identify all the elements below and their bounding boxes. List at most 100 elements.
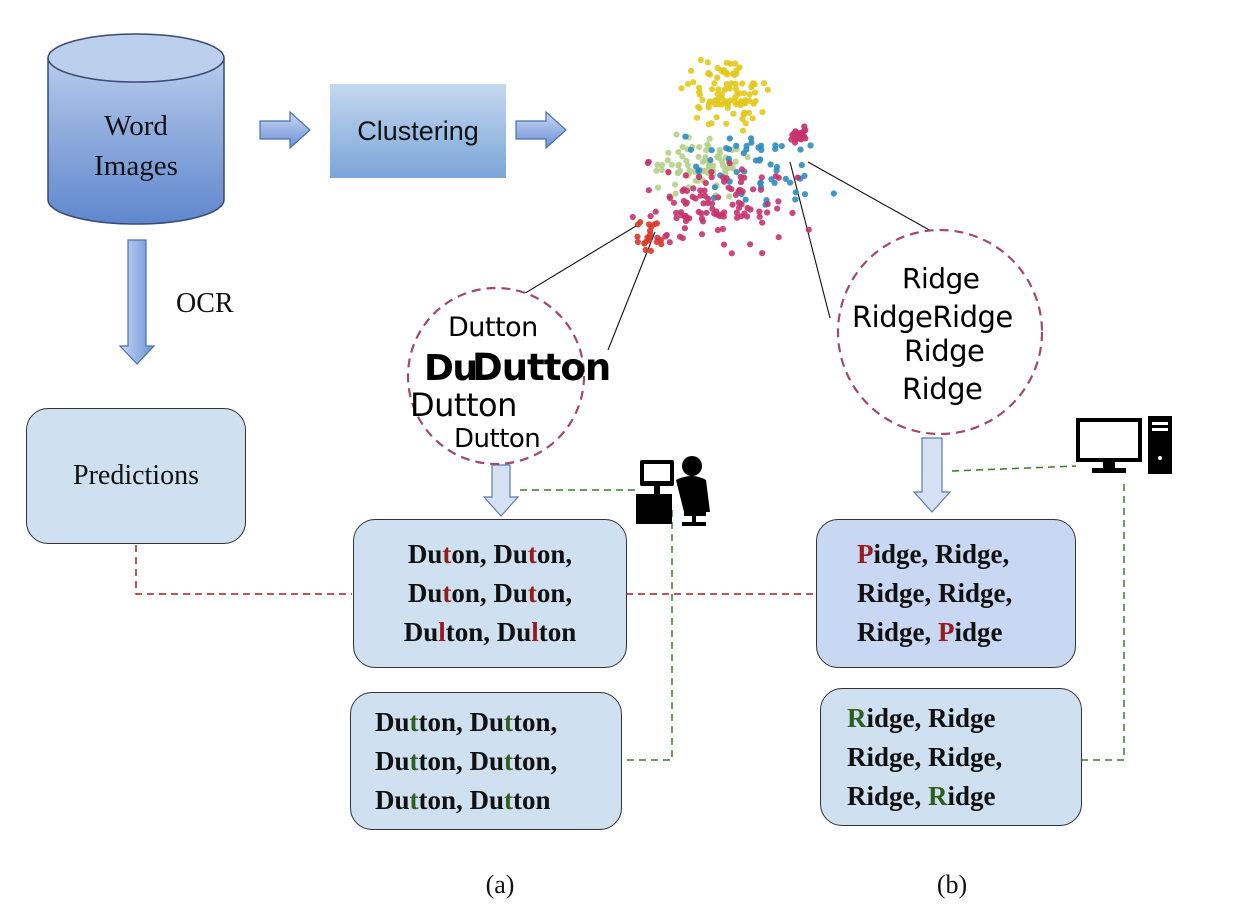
scatter-point	[714, 227, 722, 234]
ocr-label: OCR	[176, 288, 234, 319]
result-text: idge	[954, 617, 1003, 647]
scatter-point	[801, 191, 809, 198]
scatter-point	[699, 96, 706, 104]
scatter-point	[729, 165, 736, 172]
scatter-point	[708, 169, 715, 176]
scatter-point	[664, 157, 671, 164]
result-line: Ridge, Ridge	[847, 777, 1081, 816]
result-text: Du	[375, 784, 410, 815]
corrected-char: t	[409, 706, 419, 737]
scatter-point	[714, 74, 721, 81]
result-line: Duton, Duton,	[408, 535, 572, 574]
scatter-point	[782, 175, 789, 182]
result-text: Ridge,	[857, 617, 938, 647]
scatter-point	[637, 219, 644, 226]
arrow-db-to-clustering	[259, 110, 311, 150]
scatter-point	[733, 142, 740, 149]
word-images-database	[47, 33, 225, 225]
scatter-point	[725, 165, 732, 172]
scatter-point	[726, 193, 733, 200]
scatter-point	[679, 235, 686, 242]
scatter-point	[720, 241, 728, 248]
scatter-point	[665, 149, 672, 156]
scatter-point	[696, 105, 703, 112]
scatter-point	[774, 205, 781, 212]
result-text: ton, Du	[445, 617, 532, 647]
scatter-point	[743, 142, 750, 150]
word-image: Dutton	[448, 312, 538, 343]
scatter-point	[684, 215, 691, 222]
scatter-point	[707, 157, 714, 164]
scatter-point	[759, 250, 766, 257]
scatter-point	[666, 193, 673, 200]
scatter-point	[715, 194, 722, 201]
scatter-point	[764, 200, 771, 208]
scatter-point	[693, 163, 700, 170]
scatter-point	[797, 146, 804, 153]
clustering-label: Clustering	[357, 115, 479, 146]
predictions-label: Predictions	[73, 460, 199, 491]
scatter-point	[634, 233, 641, 240]
corrected-char: R	[928, 780, 948, 811]
result-text: idge	[947, 780, 996, 811]
clustering-box	[330, 84, 506, 178]
scatter-point	[698, 215, 706, 222]
scatter-point	[775, 174, 782, 181]
result-line: Duton, Duton,	[408, 574, 572, 613]
scatter-point	[800, 133, 808, 140]
scatter-point	[702, 179, 709, 187]
scatter-point	[757, 156, 764, 163]
scatter-point	[723, 59, 730, 66]
cluster-b-ocr-results-box: Pidge, Ridge,Ridge, Ridge,Ridge, Pidge	[816, 519, 1076, 668]
scatter-point	[645, 187, 652, 194]
scatter-point	[723, 81, 730, 88]
scatter-point	[764, 86, 771, 93]
scatter-point	[681, 225, 689, 232]
scatter-point	[665, 168, 672, 176]
panel-label-a: (a)	[485, 870, 515, 899]
scatter-point	[792, 128, 799, 135]
scatter-point	[721, 209, 728, 216]
scatter-point	[699, 158, 706, 165]
scatter-point	[733, 168, 740, 176]
scatter-point	[730, 110, 737, 117]
scatter-point	[707, 98, 714, 105]
scatter-point	[647, 247, 655, 254]
scatter-point	[721, 86, 728, 93]
scatter-point	[728, 80, 735, 87]
scatter-point	[723, 120, 730, 127]
cluster-scatter-plot	[629, 56, 837, 257]
scatter-point	[690, 79, 697, 86]
scatter-point	[739, 127, 747, 134]
ocr-error-char: t	[442, 539, 452, 569]
result-text: Du	[375, 745, 410, 776]
cluster-a-circle	[406, 286, 586, 466]
scatter-point	[737, 179, 745, 186]
scatter-point	[682, 133, 689, 140]
scatter-point	[697, 56, 704, 64]
result-line: Ridge, Ridge,	[857, 574, 1075, 613]
scatter-point	[706, 71, 714, 78]
scatter-point	[728, 186, 735, 193]
word-image: Ridge	[902, 372, 983, 406]
scatter-point	[658, 241, 665, 248]
ocr-error-char: l	[438, 617, 446, 647]
scatter-point	[710, 162, 717, 169]
scatter-point	[678, 212, 685, 219]
scatter-point	[698, 231, 706, 238]
scatter-point	[739, 80, 746, 87]
scatter-point	[741, 210, 748, 217]
result-text: Du	[407, 539, 443, 569]
result-line: Dulton, Dulton	[404, 613, 577, 652]
desktop-computer-icon	[1076, 416, 1172, 474]
scatter-point	[726, 160, 733, 167]
result-text: ton, Du	[418, 706, 505, 737]
scatter-point	[698, 210, 705, 217]
scatter-point	[679, 144, 686, 151]
scatter-point	[687, 146, 695, 153]
scatter-point	[751, 81, 758, 88]
cluster-a-corrected-results-box: Dutton, Dutton,Dutton, Dutton,Dutton, Du…	[350, 692, 622, 830]
scatter-point	[760, 80, 768, 87]
scatter-point	[757, 186, 765, 193]
